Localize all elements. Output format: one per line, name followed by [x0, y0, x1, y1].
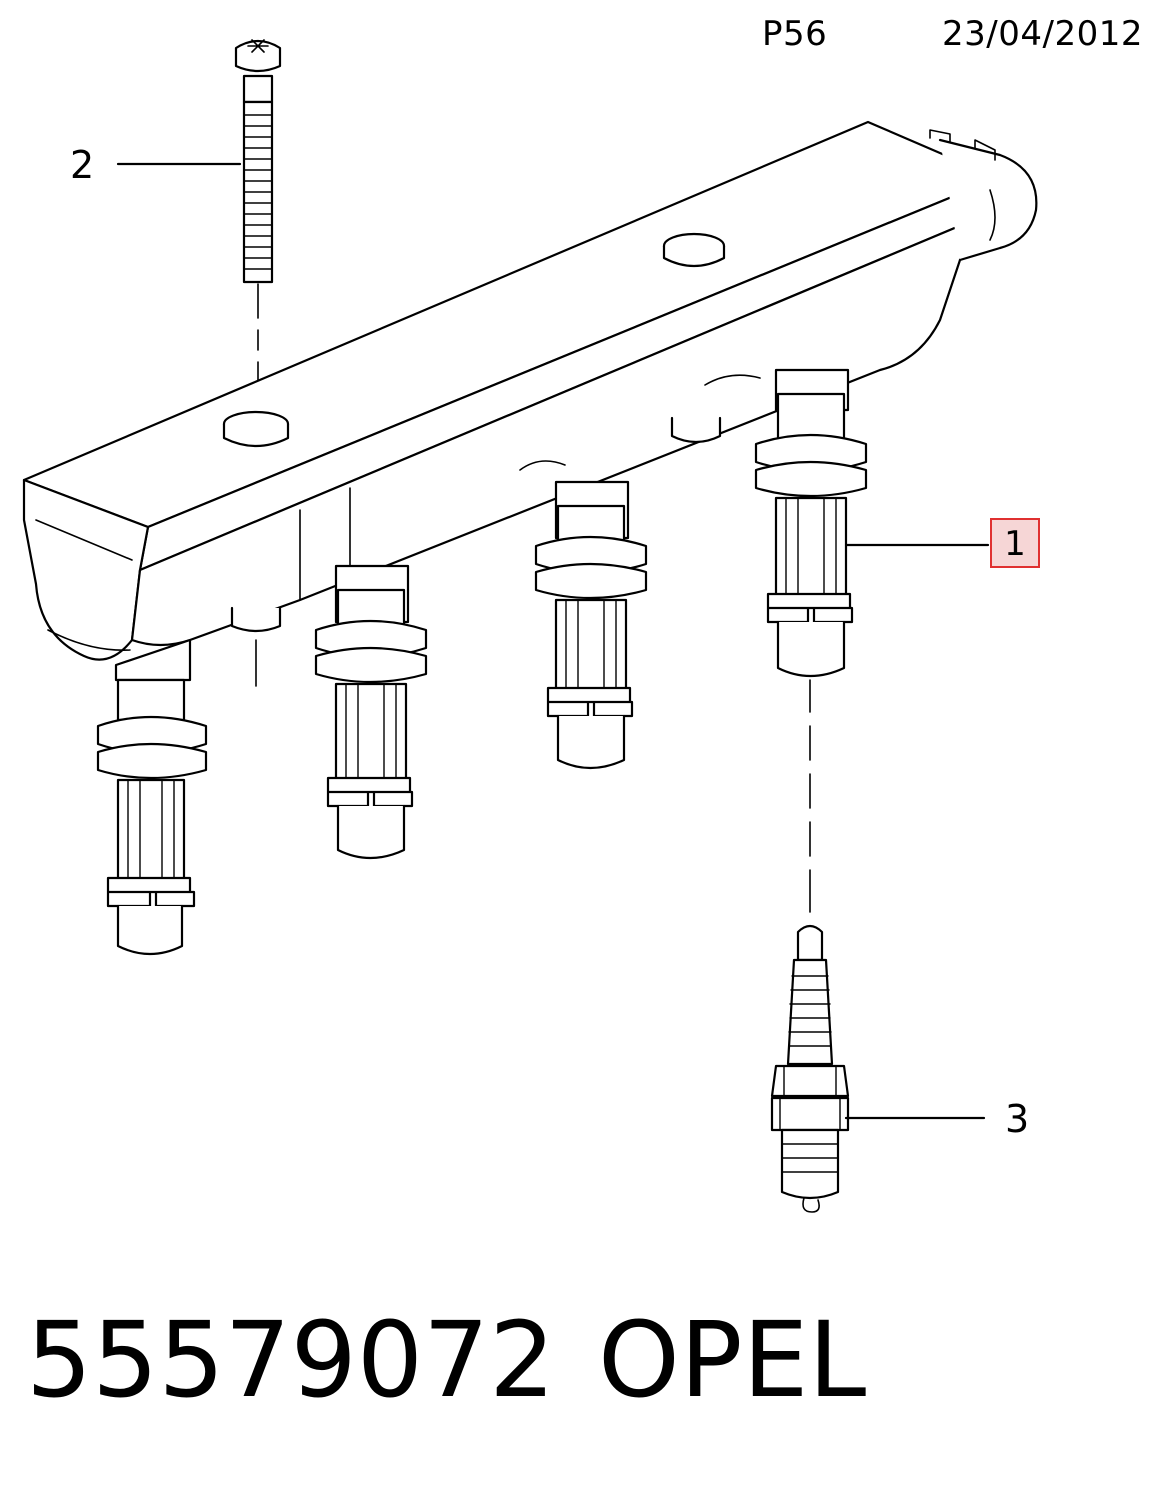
coil-stem-3 — [534, 480, 648, 770]
callout-1-highlighted[interactable]: 1 — [990, 518, 1040, 568]
coil-rail-part-1 — [22, 120, 1038, 687]
part-number: 55579072 — [26, 1299, 556, 1421]
coil-stem-1 — [96, 638, 208, 956]
ignition-coil-diagram — [22, 39, 1038, 1213]
coil-stem-4 — [754, 368, 868, 913]
coil-stem-2 — [314, 564, 428, 860]
callout-3: 3 — [1005, 1097, 1030, 1141]
page-date: 23/04/2012 — [942, 14, 1143, 54]
callout-2: 2 — [70, 143, 95, 187]
spark-plug-part-3 — [770, 924, 850, 1213]
bolt-part-2 — [234, 39, 282, 413]
brand-name: OPEL — [598, 1299, 867, 1421]
page-code: P56 — [762, 14, 828, 54]
